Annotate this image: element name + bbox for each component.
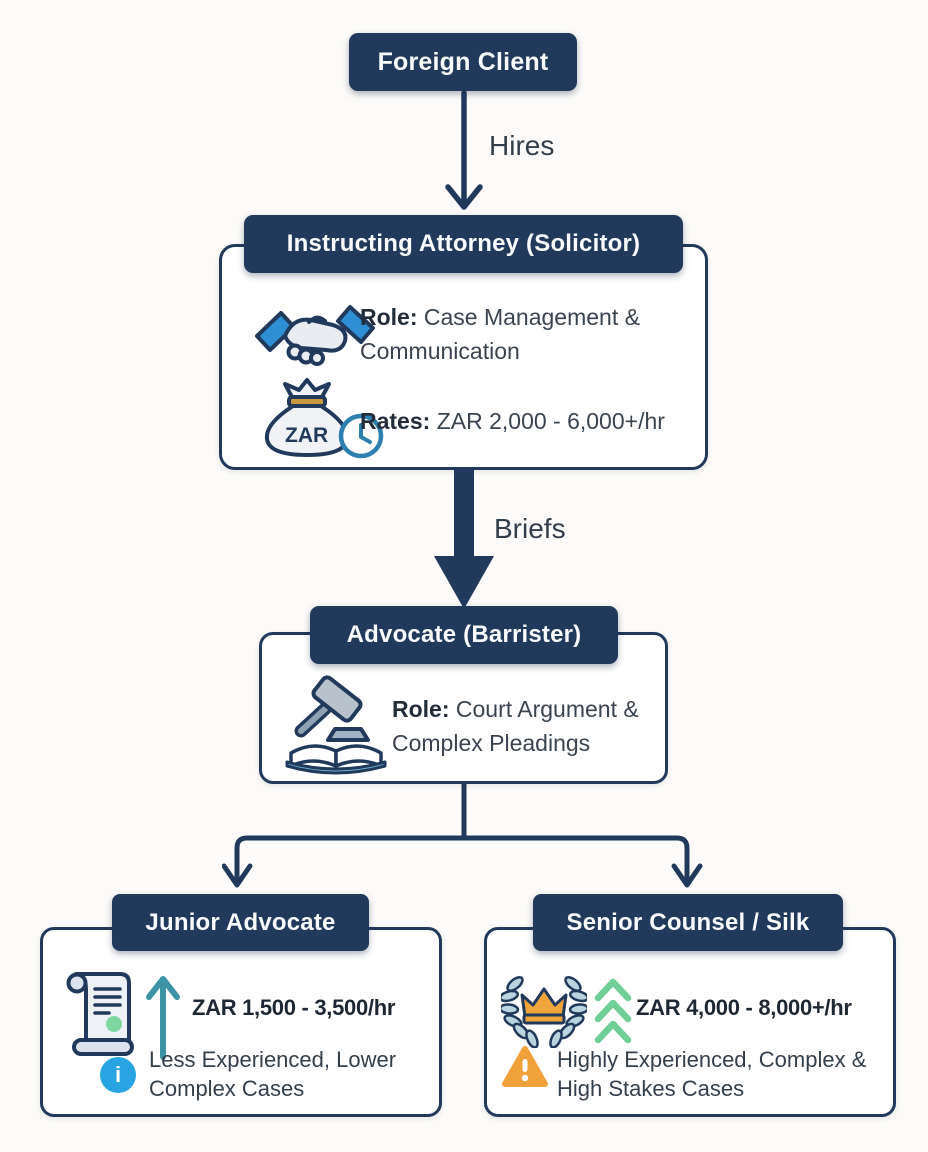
instructing-attorney-node: Instructing Attorney (Solicitor): [244, 215, 683, 273]
attorney-rates-label: Rates:: [360, 408, 431, 434]
briefs-arrow-icon: [434, 470, 494, 609]
briefs-edge-label: Briefs: [494, 513, 566, 544]
foreign-client-node: Foreign Client: [349, 33, 577, 91]
attorney-rates-text: ZAR 2,000 - 6,000+/hr: [436, 408, 665, 434]
attorney-rates-row: Rates: ZAR 2,000 - 6,000+/hr: [360, 404, 665, 438]
hires-arrow-icon: [445, 91, 483, 210]
info-glyph: i: [114, 1062, 122, 1087]
laurel-crown-icon: [501, 976, 587, 1048]
attorney-role-text: Case Management & Communication: [360, 304, 640, 364]
gavel-book-icon: [285, 675, 387, 775]
senior-rate-text: ZAR 4,000 - 8,000+/hr: [636, 995, 852, 1020]
scroll-icon: [66, 972, 134, 1056]
senior-counsel-node: Senior Counsel / Silk: [533, 894, 843, 951]
warning-icon: [502, 1046, 548, 1087]
info-icon: i: [100, 1057, 136, 1093]
advocate-role-row: Role: Court Argument & Complex Pleadings: [392, 692, 692, 760]
junior-advocate-node: Junior Advocate: [112, 894, 369, 951]
hires-edge-label: Hires: [489, 130, 555, 161]
junior-note-text: Less Experienced, Lower Complex Cases: [149, 1047, 397, 1101]
up-arrow-icon: [146, 976, 180, 1060]
junior-advocate-title: Junior Advocate: [145, 908, 336, 936]
senior-note-text: Highly Experienced, Complex & High Stake…: [557, 1047, 867, 1101]
chevrons-up-icon: [594, 978, 632, 1044]
handshake-icon: [255, 305, 375, 366]
senior-counsel-title: Senior Counsel / Silk: [566, 908, 810, 936]
foreign-client-label: Foreign Client: [377, 47, 549, 76]
advocate-role-label: Role:: [392, 696, 450, 722]
branch-connector: [222, 784, 703, 888]
attorney-role-row: Role: Case Management & Communication: [360, 300, 670, 368]
advocate-role-text: Court Argument & Complex Pleadings: [392, 696, 639, 756]
attorney-role-label: Role:: [360, 304, 418, 330]
advocate-title: Advocate (Barrister): [346, 621, 582, 648]
junior-rate-text: ZAR 1,500 - 3,500/hr: [192, 995, 396, 1020]
advocate-node: Advocate (Barrister): [310, 606, 618, 664]
money-bag-currency-text: ZAR: [285, 424, 328, 447]
money-bag-clock-icon: ZAR: [264, 378, 384, 459]
instructing-attorney-title: Instructing Attorney (Solicitor): [286, 230, 641, 257]
